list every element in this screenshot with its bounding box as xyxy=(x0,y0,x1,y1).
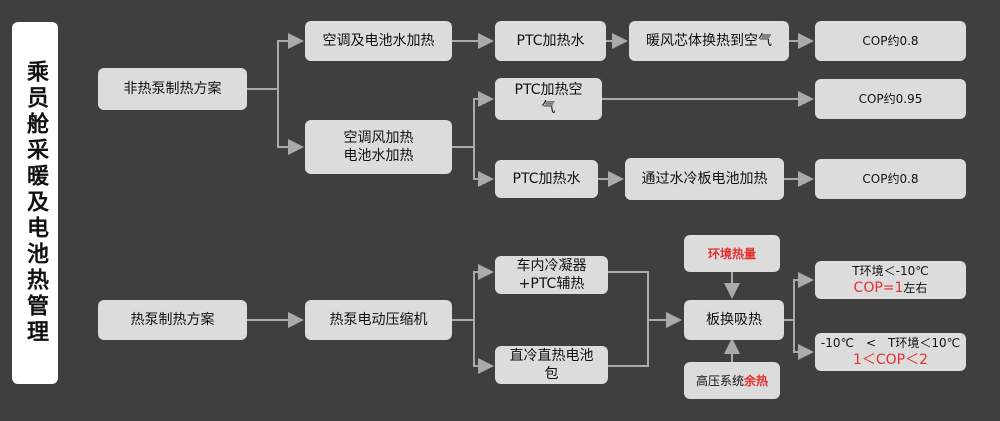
edge-plate-split-2 xyxy=(793,320,814,360)
node-line-1: 空调风加热 xyxy=(343,130,414,146)
edge-nonhp-split xyxy=(247,33,304,90)
node-ac-wind-battery-water: 空调风加热 电池水加热 xyxy=(305,120,452,174)
cond-low-temp: T环境＜-10℃ xyxy=(852,264,929,278)
node-cond-mid: -10℃ < T环境＜10℃ 1＜COP＜2 xyxy=(815,333,966,371)
node-line-2: 气 xyxy=(541,100,556,116)
node-direct-cooling: 直冷直热电池 包 xyxy=(495,346,608,384)
edge-wind-split-2 xyxy=(473,147,494,187)
edge-nonhp-split-2 xyxy=(277,89,304,155)
node-line-2: 包 xyxy=(544,366,559,382)
cond-low-cop: COP=1 xyxy=(853,280,904,296)
cond-low-suffix: 左右 xyxy=(903,281,928,295)
node-line-1: PTC加热空 xyxy=(514,82,583,98)
waste-highlight: 余热 xyxy=(744,373,769,388)
waste-prefix: 高压系统 xyxy=(695,373,744,388)
cond-mid-temp: -10℃ < T环境＜10℃ xyxy=(820,336,961,350)
node-line-2: +PTC辅热 xyxy=(518,276,585,292)
node-plate-hx: 板换吸热 xyxy=(684,300,784,340)
node-cop-3: COP约0.8 xyxy=(815,159,966,199)
node-line-1: 直冷直热电池 xyxy=(509,348,594,364)
node-heater-core: 暖风芯体换热到空气 xyxy=(629,21,789,61)
node-ac-battery-water: 空调及电池水加热 xyxy=(305,21,452,61)
node-line-1: 车内冷凝器 xyxy=(516,258,587,274)
node-cop-2: COP约0.95 xyxy=(815,79,966,119)
edge-direct-plate xyxy=(608,320,649,367)
node-non-heat-pump: 非热泵制热方案 xyxy=(98,68,247,110)
node-line-2: 电池水加热 xyxy=(343,148,414,164)
node-cold-plate: 通过水冷板电池加热 xyxy=(625,158,784,200)
diagram-title: 乘员舱采暖及电池热管理 xyxy=(23,60,48,346)
node-condenser: 车内冷凝器 +PTC辅热 xyxy=(495,256,608,294)
node-cond-low: T环境＜-10℃ COP=1左右 xyxy=(815,261,966,299)
title-box: 乘员舱采暖及电池热管理 xyxy=(12,22,58,384)
edge-comp-split xyxy=(452,264,494,321)
node-cop-1: COP约0.8 xyxy=(815,21,966,61)
cond-mid-cop: 1＜COP＜2 xyxy=(852,352,929,368)
node-ptc-air: PTC加热空 气 xyxy=(495,78,602,120)
edge-comp-split-2 xyxy=(473,320,494,374)
node-waste-heat: 高压系统余热 xyxy=(684,362,780,399)
edge-plate-split xyxy=(784,272,814,321)
edge-cond-plate xyxy=(608,271,649,320)
node-heat-pump: 热泵制热方案 xyxy=(98,300,247,340)
node-ptc-water-top: PTC加热水 xyxy=(495,21,606,61)
edge-wind-split xyxy=(452,91,494,148)
node-ptc-water-bottom: PTC加热水 xyxy=(495,160,598,198)
node-env-heat: 环境热量 xyxy=(684,235,780,272)
node-compressor: 热泵电动压缩机 xyxy=(305,300,452,340)
